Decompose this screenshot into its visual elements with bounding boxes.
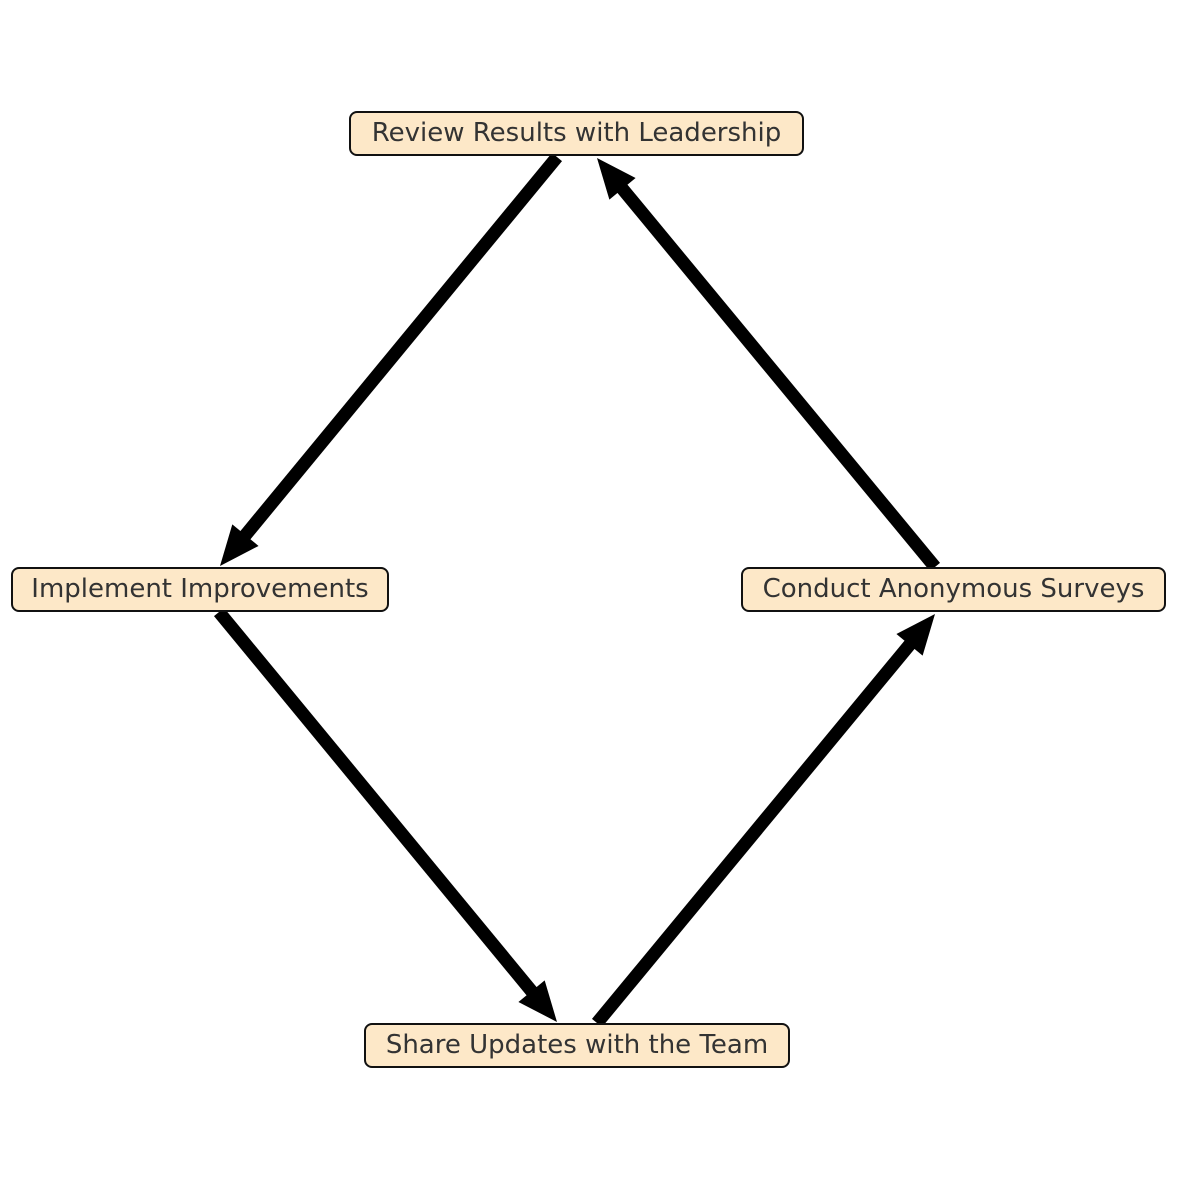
arrow-head [597,158,636,200]
arrow-conduct-to-review [597,158,941,572]
arrow-shaft [213,607,540,999]
arrow-shaft [614,181,941,572]
arrow-implement-to-share [213,607,557,1022]
arrow-share-to-conduct [591,614,935,1028]
arrow-head [896,614,935,656]
arrow-shaft [237,152,563,543]
node-label: Review Results with Leadership [371,118,782,148]
node-conduct-anonymous-surveys: Conduct Anonymous Surveys [741,567,1166,612]
node-implement-improvements: Implement Improvements [11,567,389,612]
arrow-shaft [591,637,918,1028]
node-label: Share Updates with the Team [385,1030,769,1060]
arrow-head [220,524,259,566]
arrow-head [518,980,557,1022]
node-label: Conduct Anonymous Surveys [762,574,1145,604]
node-review-results-with-leadership: Review Results with Leadership [349,111,804,156]
node-label: Implement Improvements [31,574,369,604]
arrow-review-to-implement [220,152,563,566]
node-share-updates-with-the-team: Share Updates with the Team [364,1023,790,1068]
edges-layer [213,152,941,1028]
